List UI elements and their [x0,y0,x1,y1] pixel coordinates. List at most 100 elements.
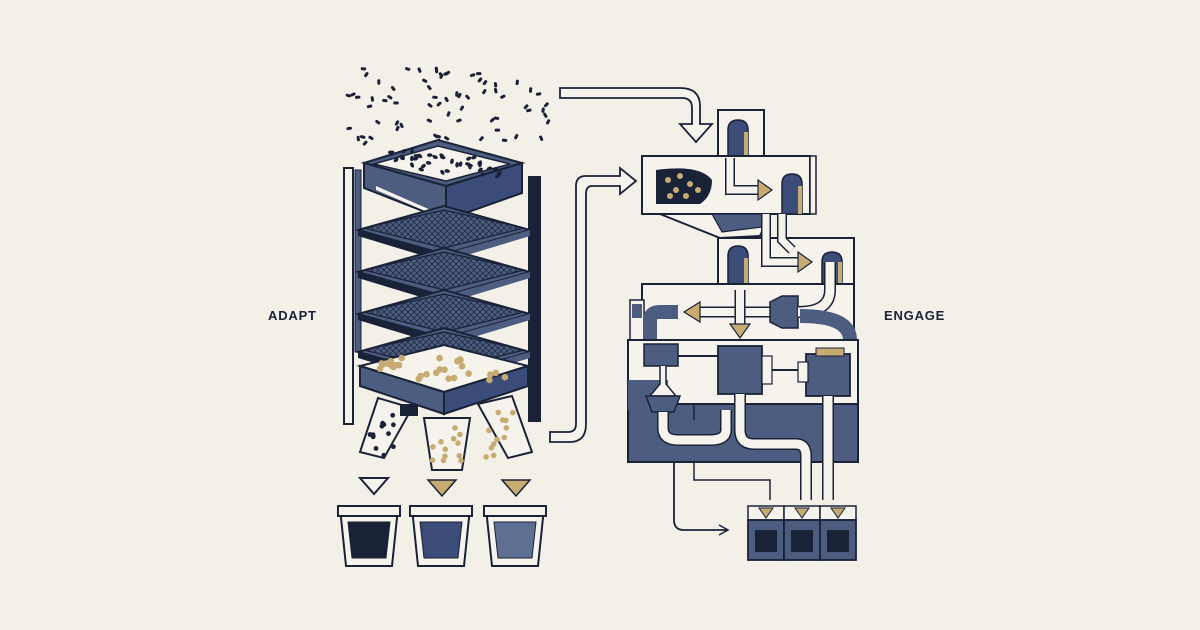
particle [370,96,375,102]
particle [375,119,381,125]
particle [450,435,457,442]
particle [444,96,449,103]
particle [390,363,397,371]
particle [430,444,436,450]
particle [418,167,424,172]
output-box-1 [747,505,785,561]
particle [399,122,404,129]
processing-machine [627,109,859,561]
bin-2 [409,505,473,567]
adapt-label: ADAPT [268,308,317,323]
particle [398,354,406,362]
distribution-tier [629,262,857,343]
particle [439,155,446,160]
down-arrows [357,477,532,498]
particle [487,371,494,378]
particle [482,89,487,95]
particle [459,105,465,111]
particle [354,95,361,99]
particle [469,73,476,78]
particle [683,193,689,199]
output-boxes [747,505,857,561]
particle [455,440,461,446]
top-flow-arrow [559,87,715,144]
particle [687,181,693,187]
particle [526,108,532,113]
particle [494,436,500,443]
particle [373,446,379,451]
particle [466,156,472,161]
particle [539,135,544,141]
particle [452,425,458,431]
particle [467,163,473,168]
particle [440,457,447,464]
particle [413,153,420,158]
particle [501,434,508,441]
bottom-flow-arrow [673,448,730,536]
particle [417,67,422,73]
particle [443,71,449,76]
particle [346,126,352,131]
down-arrow-2 [426,479,458,498]
down-arrow-3 [500,479,532,498]
particle [446,111,451,117]
right-frame-post [528,176,541,422]
particle [523,104,529,110]
particle [440,169,445,175]
particle [492,369,500,377]
particle [515,79,519,86]
particle [427,153,433,157]
particle [425,161,432,165]
particle [427,103,433,108]
particle [476,72,482,76]
particle [454,357,461,365]
left-frame-post [343,167,354,425]
particle [393,101,399,105]
particle [695,187,701,193]
particle [390,85,396,91]
particle [492,167,498,172]
particle [486,166,493,171]
particle [368,135,374,141]
particle [422,78,428,83]
particle [665,177,671,183]
particle [394,120,400,126]
particle [429,457,436,464]
particle [465,370,472,377]
particle [456,118,462,123]
particle [480,172,486,177]
lower-block [627,339,859,500]
particle [401,154,405,161]
particle [378,360,386,367]
particle [493,82,498,88]
particle [432,155,438,159]
particle [442,446,449,453]
inner-left-post [354,169,362,353]
particle [458,457,464,464]
bin-3 [483,505,547,567]
particle [362,140,368,146]
particle [433,133,439,139]
particle [483,454,489,460]
collecting-tray [356,343,532,416]
particle [386,431,391,436]
particle [387,95,393,100]
particle [503,417,509,424]
particle [391,444,396,450]
particle [501,138,508,142]
particle [387,357,394,365]
spouts [358,394,534,471]
particle [489,117,495,123]
particle [438,72,444,78]
particle [436,354,443,362]
particle [477,167,483,173]
particle [543,102,549,108]
particle [410,162,415,168]
particle [546,119,551,125]
particle [541,107,545,113]
particle [477,160,483,166]
middle-flow-arrow [549,166,638,443]
particle [677,173,683,179]
